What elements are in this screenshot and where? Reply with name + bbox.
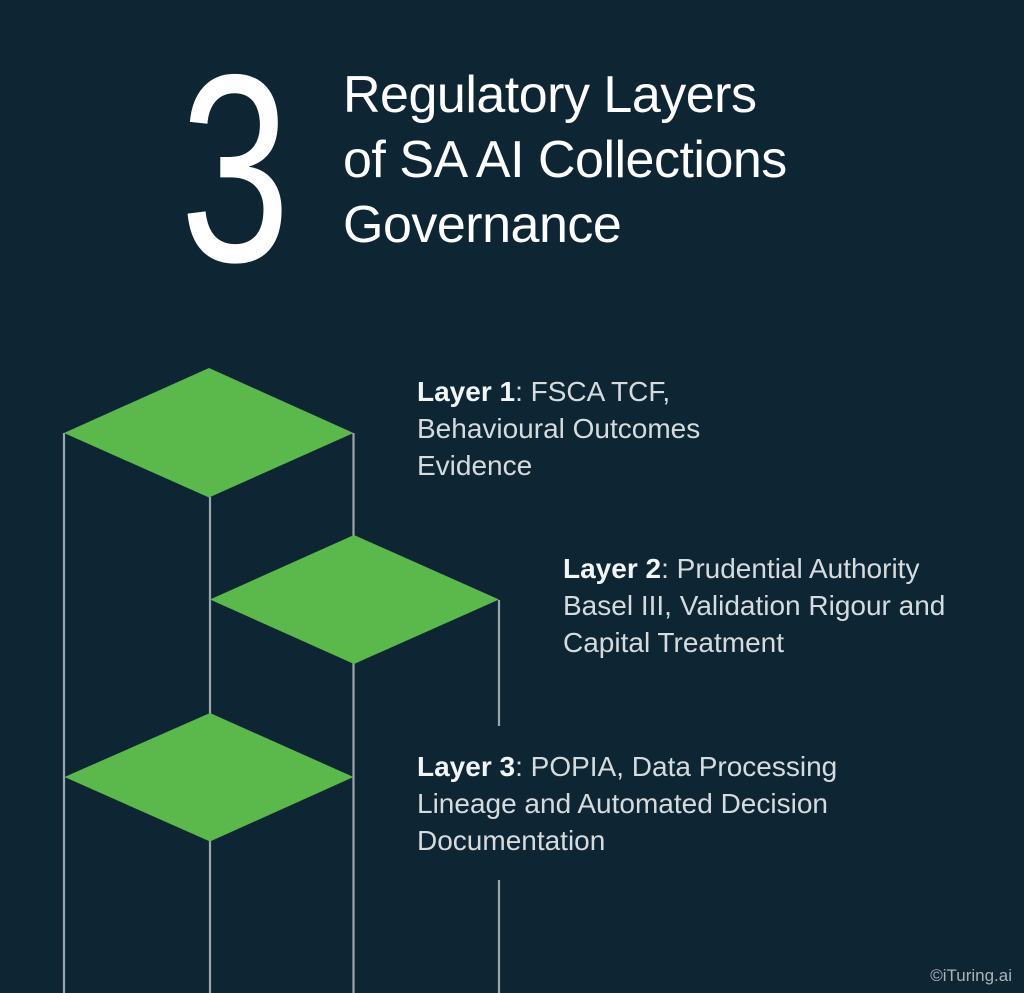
layer-2-text: Prudential Authority [676,553,920,584]
page-title: Regulatory Layers of SA AI Collections G… [343,63,787,258]
layer-2-caption-line-1: Layer 2: Prudential Authority [563,550,945,587]
layer-1-caption: Layer 1: FSCA TCF, Behavioural Outcomes … [417,373,700,484]
layer-3-caption-line-2: Lineage and Automated Decision [417,788,828,819]
layer-3-caption-line-1: Layer 3: POPIA, Data Processing [417,748,837,785]
layer-1-caption-line-3: Evidence [417,450,533,481]
platform-layer-3 [64,713,354,842]
layer-1-separator: : [515,376,531,407]
layer-2-separator: : [661,553,677,584]
layer-1-label: Layer 1 [417,376,516,407]
big-number-3: 3 [180,18,291,318]
title-line-2: of SA AI Collections [343,131,787,189]
layer-2-caption-line-3: Capital Treatment [563,627,784,658]
layer-2-label: Layer 2 [563,553,662,584]
layer-2-caption: Layer 2: Prudential Authority Basel III,… [563,550,945,661]
copyright-credit: ©iTuring.ai [930,966,1012,985]
layer-1-caption-line-2: Behavioural Outcomes [417,413,701,444]
layer-3-caption: Layer 3: POPIA, Data Processing Lineage … [417,748,837,859]
title-line-3: Governance [343,196,622,254]
layer-3-text: POPIA, Data Processing [530,751,838,782]
platform-layer-2 [210,535,499,664]
layer-3-separator: : [515,751,531,782]
layer-3-label: Layer 3 [417,751,516,782]
layer-3-caption-line-3: Documentation [417,825,606,856]
layer-1-caption-line-1: Layer 1: FSCA TCF, [417,373,700,410]
title-line-1: Regulatory Layers [343,66,757,124]
layer-1-text: FSCA TCF, [530,376,671,407]
layer-2-caption-line-2: Basel III, Validation Rigour and [563,590,946,621]
platform-layer-1 [64,368,354,498]
